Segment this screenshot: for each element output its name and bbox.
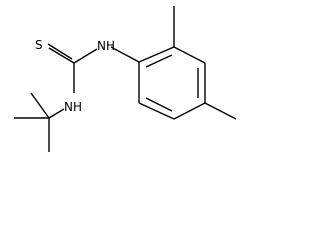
ring-inner-bond-1 [145,54,173,68]
lower-amine-label: NH [64,100,82,114]
bond-c-s-outer [48,47,75,64]
bond-nh-aryl [110,46,140,63]
bond-tbutyl-methyl-top [30,92,50,119]
ring-bond-c4-c5 [173,102,206,120]
bond-c-nh-top [73,48,98,64]
bond-para-methyl [204,102,237,120]
structure-diagram: S NH NH [14,6,237,152]
upper-amine-label: NH [97,39,115,53]
molecule-canvas: S NH NH [14,6,237,152]
ring-bond-c2-c3 [173,46,206,64]
ring-bond-c5-c6 [138,102,175,120]
ring-inner-bond-3 [145,97,173,112]
sulfur-atom-label: S [35,38,43,52]
bond-nh-tbutyl [48,108,65,119]
ring-bond-c1-c2 [138,46,175,63]
bond-c-s-inner [47,43,73,60]
